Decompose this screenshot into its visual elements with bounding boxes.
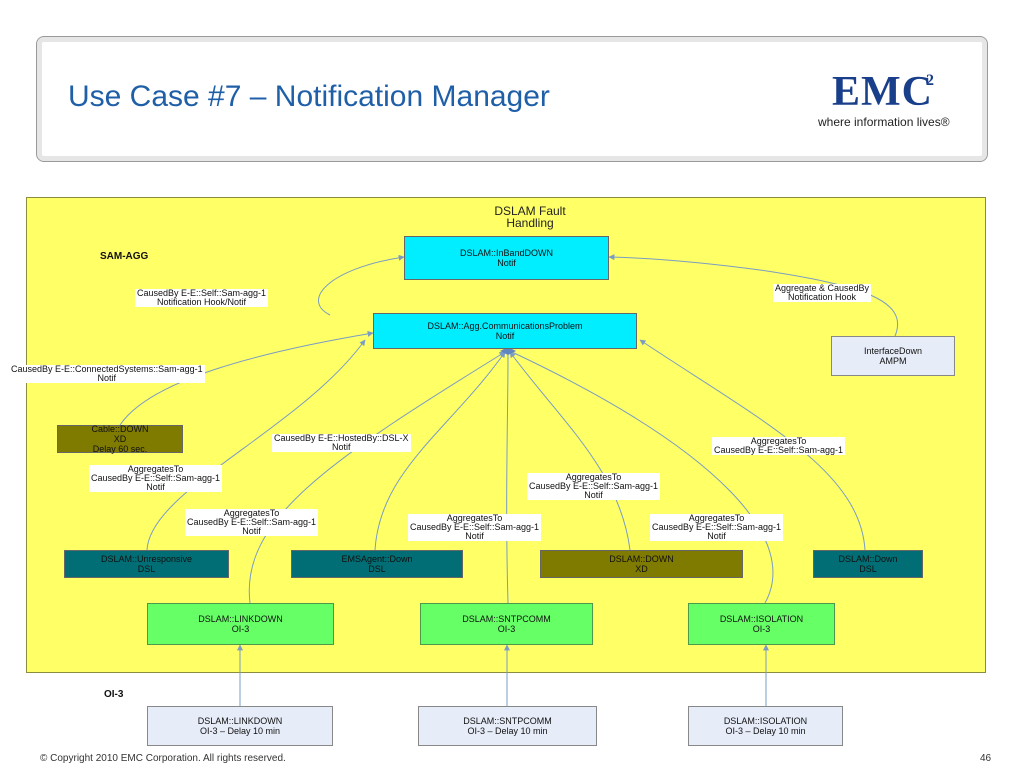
edge-label-line: CausedBy E-E::Self::Sam-agg-1 xyxy=(187,517,317,527)
header-frame xyxy=(36,36,988,162)
node-sublabel: Notif xyxy=(497,258,516,268)
edge-label-aggregates-to-6: AggregatesTo CausedBy E-E::Self::Sam-agg… xyxy=(650,513,784,541)
node-sntpcomm-source: DSLAM::SNTPCOMM OI-3 – Delay 10 min xyxy=(418,706,597,746)
edge-label-causedby-hosted: CausedBy E-E::HostedBy::DSL-X Notif xyxy=(272,434,411,452)
node-label: DSLAM::DOWN xyxy=(609,554,674,564)
edge-label-aggregates-to-5: AggregatesTo CausedBy E-E::Self::Sam-agg… xyxy=(408,513,542,541)
edge-label-line: Notif xyxy=(97,373,117,383)
edge-label-line: Notif xyxy=(465,531,484,541)
edge-label-causedby-sam: CausedBy E-E::Self::Sam-agg-1 Notificati… xyxy=(135,288,269,307)
node-sublabel: XD xyxy=(113,434,127,444)
edge-label-aggregates-to-3: AggregatesTo CausedBy E-E::Self::Sam-agg… xyxy=(527,472,661,500)
edge-label-line: Notification Hook xyxy=(788,292,857,302)
edge-label-line: CausedBy E-E::Self::Sam-agg-1 xyxy=(714,445,844,455)
diagram-title-line2: Handling xyxy=(506,216,554,230)
edge-label-aggregate-causedby: Aggregate & CausedBy Notification Hook xyxy=(773,283,872,302)
node-emsagent-down: EMSAgent::Down DSL xyxy=(291,550,463,578)
edge-label-aggregates-to-4: AggregatesTo CausedBy E-E::Self::Sam-agg… xyxy=(185,508,319,536)
node-sublabel: XD xyxy=(635,564,648,574)
edge-label-line: Notif xyxy=(146,482,165,492)
node-sublabel: OI-3 xyxy=(752,624,771,634)
node-isolation: DSLAM::ISOLATION OI-3 xyxy=(688,603,835,645)
edge-label-line: CausedBy E-E::Self::Sam-agg-1 xyxy=(91,473,221,483)
edge-label-causedby-connected: CausedBy E-E::ConnectedSystems::Sam-agg-… xyxy=(9,365,205,383)
node-label: DSLAM::ISOLATION xyxy=(719,614,804,624)
edge-label-line: AggregatesTo xyxy=(223,508,280,518)
node-dslam-down-xd: DSLAM::DOWN XD xyxy=(540,550,743,578)
node-sublabel: OI-3 – Delay 10 min xyxy=(467,726,548,736)
edge-label-line: CausedBy E-E::HostedBy::DSL-X xyxy=(274,433,409,443)
node-sntpcomm: DSLAM::SNTPCOMM OI-3 xyxy=(420,603,593,645)
node-inband-down: DSLAM::InBandDOWN Notif xyxy=(404,236,609,280)
node-label: DSLAM::Down xyxy=(838,554,898,564)
edge-label-line: CausedBy E-E::ConnectedSystems::Sam-agg-… xyxy=(11,364,203,374)
node-label: EMSAgent::Down xyxy=(341,554,413,564)
edge-label-line: Notification Hook/Notif xyxy=(157,297,247,307)
node-sublabel: DSL xyxy=(859,564,877,574)
diagram-title-line1: DSLAM Fault xyxy=(494,204,566,218)
edge-label-line: CausedBy E-E::Self::Sam-agg-1 xyxy=(652,522,782,532)
edge-label-line: CausedBy E-E::Self::Sam-agg-1 xyxy=(137,288,267,298)
node-sublabel: OI-3 xyxy=(231,624,250,634)
node-sublabel: Delay 60 sec. xyxy=(92,444,148,454)
node-cable-down: Cable::DOWN XD Delay 60 sec. xyxy=(57,424,183,454)
node-agg-communications-problem: DSLAM::Agg.CommunicationsProblem Notif xyxy=(373,313,637,349)
node-label: DSLAM::Unresponsive xyxy=(100,554,193,564)
node-label: DSLAM::InBandDOWN xyxy=(459,248,554,258)
diagram-title: DSLAM Fault Handling xyxy=(460,205,600,229)
edge-label-line: CausedBy E-E::Self::Sam-agg-1 xyxy=(410,522,540,532)
edge-label-line: AggregatesTo xyxy=(750,436,807,446)
node-label: DSLAM::SNTPCOMM xyxy=(463,716,552,726)
edge-label-line: AggregatesTo xyxy=(127,464,184,474)
edge-label-line: AggregatesTo xyxy=(565,472,622,482)
edge-label-line: AggregatesTo xyxy=(446,513,503,523)
node-sublabel: OI-3 – Delay 10 min xyxy=(199,726,281,736)
node-linkdown: DSLAM::LINKDOWN OI-3 xyxy=(147,603,334,645)
slide-title: Use Case #7 – Notification Manager xyxy=(68,80,550,113)
edge-label-line: Notif xyxy=(242,526,261,536)
node-interface-down: InterfaceDown AMPM xyxy=(831,336,955,376)
node-dslam-unresponsive: DSLAM::Unresponsive DSL xyxy=(64,550,229,578)
edge-label-line: Notif xyxy=(707,531,726,541)
node-sublabel: AMPM xyxy=(879,356,907,366)
emc-logo-superscript: 2 xyxy=(926,72,934,89)
node-sublabel: DSL xyxy=(368,564,386,574)
node-label: DSLAM::LINKDOWN xyxy=(197,716,283,726)
node-label: InterfaceDown xyxy=(863,346,923,356)
edge-label-line: Notif xyxy=(332,442,351,452)
emc-logo: EMC xyxy=(832,69,933,115)
node-sublabel: OI-3 – Delay 10 min xyxy=(725,726,806,736)
node-sublabel: OI-3 xyxy=(497,624,516,634)
edge-label-line: Notif xyxy=(584,490,603,500)
node-label: DSLAM::Agg.CommunicationsProblem xyxy=(427,321,583,331)
page-number: 46 xyxy=(980,753,992,764)
node-isolation-source: DSLAM::ISOLATION OI-3 – Delay 10 min xyxy=(688,706,843,746)
node-linkdown-source: DSLAM::LINKDOWN OI-3 – Delay 10 min xyxy=(147,706,333,746)
node-sublabel: DSL xyxy=(137,564,156,574)
edge-label-line: Aggregate & CausedBy xyxy=(775,283,870,293)
edge-label-aggregates-to-1: AggregatesTo CausedBy E-E::Self::Sam-agg… xyxy=(712,436,846,455)
node-label: DSLAM::LINKDOWN xyxy=(198,614,283,624)
node-sublabel: Notif xyxy=(495,331,515,341)
emc-logo-tagline: where information lives® xyxy=(818,115,950,129)
edge-label-line: CausedBy E-E::Self::Sam-agg-1 xyxy=(529,481,659,491)
edge-label-line: AggregatesTo xyxy=(688,513,745,523)
node-dslam-down-dsl: DSLAM::Down DSL xyxy=(813,550,923,578)
edge-label-aggregates-to-2: AggregatesTo CausedBy E-E::Self::Sam-agg… xyxy=(89,464,223,492)
node-label: DSLAM::ISOLATION xyxy=(723,716,808,726)
zone-label-oi3: OI-3 xyxy=(104,689,124,700)
copyright-footer: © Copyright 2010 EMC Corporation. All ri… xyxy=(40,753,286,764)
zone-label-sam-agg: SAM-AGG xyxy=(100,251,149,262)
node-label: Cable::DOWN xyxy=(91,424,149,434)
node-label: DSLAM::SNTPCOMM xyxy=(462,614,551,624)
